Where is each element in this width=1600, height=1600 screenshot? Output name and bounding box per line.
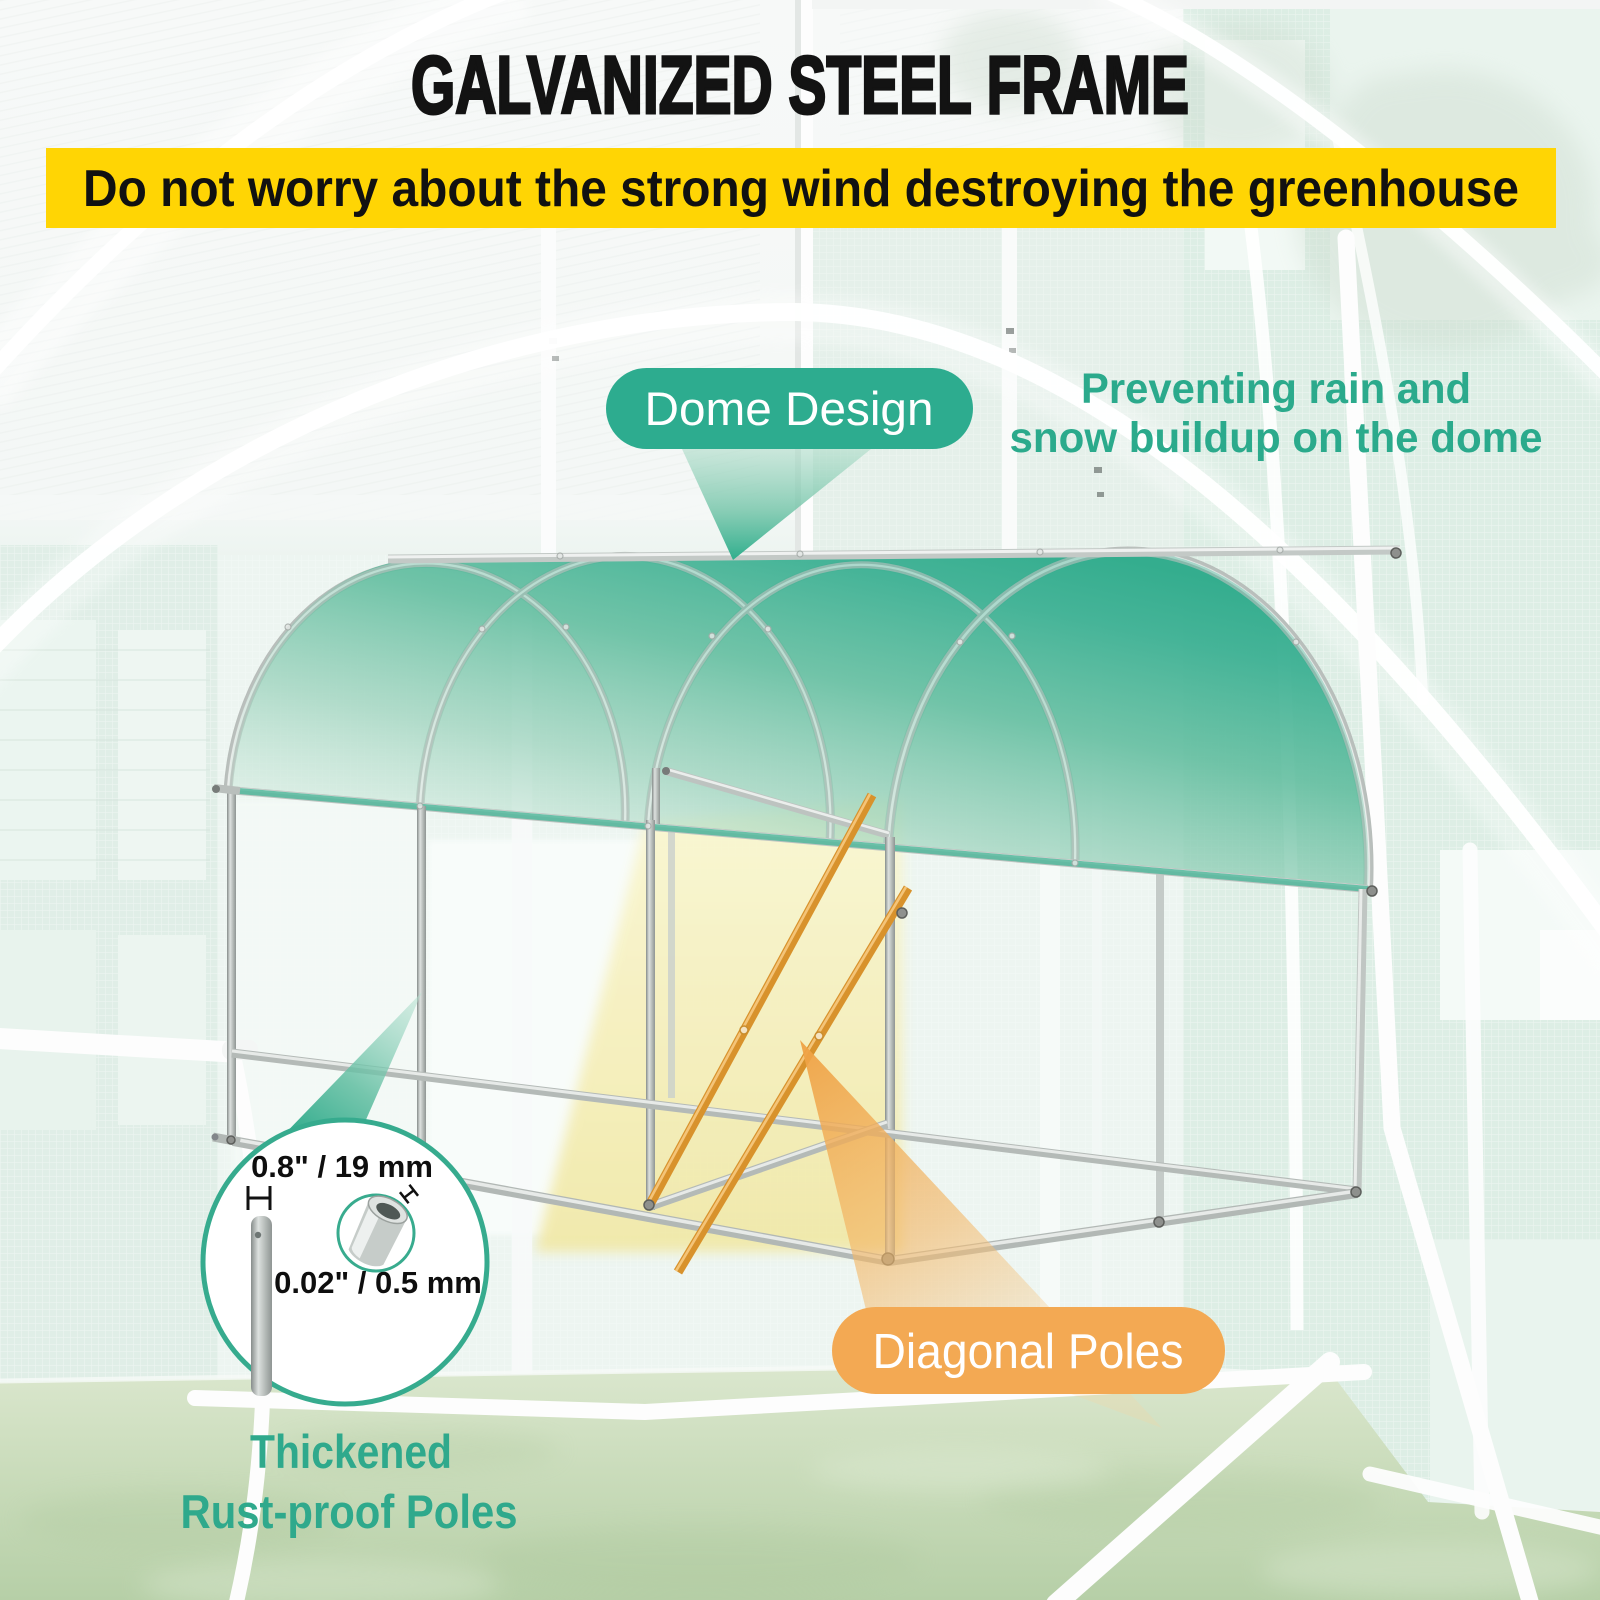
svg-text:Diagonal Poles: Diagonal Poles: [873, 1325, 1184, 1379]
svg-text:Do not worry about the strong: Do not worry about the strong wind destr…: [83, 160, 1519, 218]
svg-text:Rust-proof Poles: Rust-proof Poles: [181, 1485, 518, 1538]
svg-text:Preventing rain and: Preventing rain and: [1081, 365, 1471, 413]
svg-text:Thickened: Thickened: [250, 1425, 452, 1478]
svg-text:GALVANIZED STEEL FRAME: GALVANIZED STEEL FRAME: [411, 40, 1189, 131]
svg-text:0.8" / 19 mm: 0.8" / 19 mm: [251, 1149, 433, 1184]
svg-text:Dome Design: Dome Design: [645, 382, 934, 435]
svg-text:snow buildup on the dome: snow buildup on the dome: [1010, 414, 1543, 462]
svg-text:0.02" / 0.5 mm: 0.02" / 0.5 mm: [274, 1265, 482, 1300]
